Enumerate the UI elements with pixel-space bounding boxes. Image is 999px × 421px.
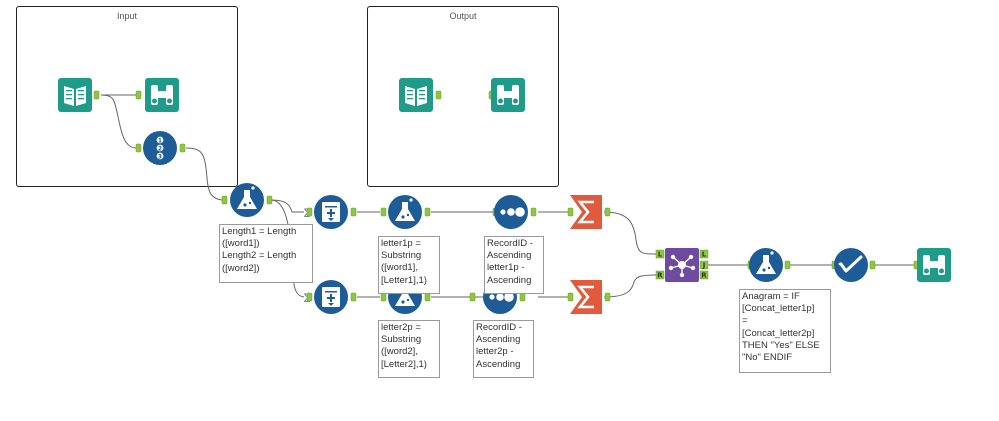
book-icon — [399, 78, 433, 112]
connection-anchor — [519, 292, 526, 302]
browse-tool-final[interactable] — [917, 248, 951, 282]
flask-icon — [230, 183, 264, 217]
annotation-formula-lengths[interactable]: Length1 = Length ([word1]) Length2 = Len… — [219, 224, 313, 283]
join-tool[interactable] — [665, 248, 699, 282]
formula-lengths-tool[interactable] — [230, 183, 264, 217]
connection-anchor — [221, 195, 228, 205]
connection-anchor — [179, 143, 186, 153]
binoculars-icon — [145, 78, 179, 112]
join-right-input-anchor[interactable]: R — [655, 270, 665, 280]
join-left-input-anchor-label: L — [658, 251, 663, 259]
formula-letter1-tool[interactable] — [388, 195, 422, 229]
binoculars-icon — [917, 248, 951, 282]
annotation-anagram[interactable]: Anagram = IF [Concat_letter1p] = [Concat… — [739, 289, 831, 373]
connection-line — [603, 211, 657, 255]
input-container-title: Input — [116, 11, 138, 21]
connection-anchor — [435, 90, 442, 100]
join-right-input-anchor-label: R — [657, 272, 663, 280]
connection-anchor — [93, 90, 100, 100]
connection-anchor — [380, 292, 387, 302]
join-right-output-anchor[interactable]: R — [699, 270, 709, 280]
connection-anchor — [306, 292, 313, 302]
sigma-icon — [570, 195, 602, 229]
connection-anchor — [135, 90, 142, 100]
connection-anchor — [135, 143, 142, 153]
check-icon — [834, 248, 868, 282]
join-left-input-anchor[interactable]: L — [655, 249, 665, 259]
connection-line — [603, 274, 657, 298]
flask-icon — [749, 248, 783, 282]
connection-anchor — [604, 292, 611, 302]
dots-icon — [494, 195, 528, 229]
input-data-tool-output[interactable] — [399, 78, 433, 112]
join-icon — [665, 248, 699, 282]
connection-anchor — [530, 207, 537, 217]
join-left-output-anchor[interactable]: L — [699, 249, 709, 259]
summarize-tool-2[interactable] — [570, 280, 602, 314]
connection-anchor — [424, 292, 431, 302]
record-id-tool[interactable]: 123 — [143, 131, 177, 165]
connection-anchor — [469, 292, 476, 302]
flask-icon — [388, 195, 422, 229]
generate-rows-icon — [314, 280, 348, 314]
connection-anchor — [604, 207, 611, 217]
connection-anchor — [784, 260, 791, 270]
join-left-output-anchor-label: L — [702, 251, 707, 259]
connection-anchor — [869, 260, 876, 270]
annotation-letter1[interactable]: letter1p = Substring ([word1], [Letter1]… — [378, 236, 440, 294]
input-container[interactable]: Input — [16, 6, 238, 187]
connection-line — [270, 199, 304, 213]
summarize-tool-1[interactable] — [570, 195, 602, 229]
formula-anagram-tool[interactable] — [749, 248, 783, 282]
annotation-sort1[interactable]: RecordID - Ascending letter1p - Ascendin… — [484, 236, 544, 294]
connection-line — [185, 147, 223, 201]
sigma-icon — [570, 280, 602, 314]
filter-tool[interactable] — [834, 248, 868, 282]
binoculars-icon — [491, 78, 525, 112]
generate-rows-tool-2[interactable] — [314, 280, 348, 314]
join-joined-output-anchor[interactable]: J — [699, 260, 709, 270]
generate-rows-icon — [314, 195, 348, 229]
connection-anchor — [567, 292, 574, 302]
connection-anchor — [266, 195, 273, 205]
join-joined-output-anchor-label: J — [702, 262, 706, 270]
connection-anchor — [350, 207, 357, 217]
numbered-list-icon: 123 — [143, 131, 177, 165]
connection-anchor — [306, 207, 313, 217]
browse-tool-output[interactable] — [491, 78, 525, 112]
connection-anchor — [350, 292, 357, 302]
browse-tool-1[interactable] — [145, 78, 179, 112]
output-container-title: Output — [449, 11, 477, 21]
connection-anchor — [380, 207, 387, 217]
book-icon — [58, 78, 92, 112]
input-data-tool[interactable] — [58, 78, 92, 112]
join-right-output-anchor-label: R — [701, 272, 707, 280]
svg-text:2: 2 — [158, 145, 162, 152]
svg-text:3: 3 — [158, 153, 162, 160]
connection-line — [100, 94, 137, 149]
generate-rows-tool-1[interactable] — [314, 195, 348, 229]
connection-anchor — [567, 207, 574, 217]
connection-anchor — [424, 207, 431, 217]
annotation-sort2[interactable]: RecordID - Ascending letter2p - Ascendin… — [473, 320, 534, 378]
svg-text:1: 1 — [158, 137, 162, 144]
annotation-letter2[interactable]: letter2p = Substring ([word2], [Letter2]… — [378, 320, 440, 378]
sort-tool-1[interactable] — [494, 195, 528, 229]
